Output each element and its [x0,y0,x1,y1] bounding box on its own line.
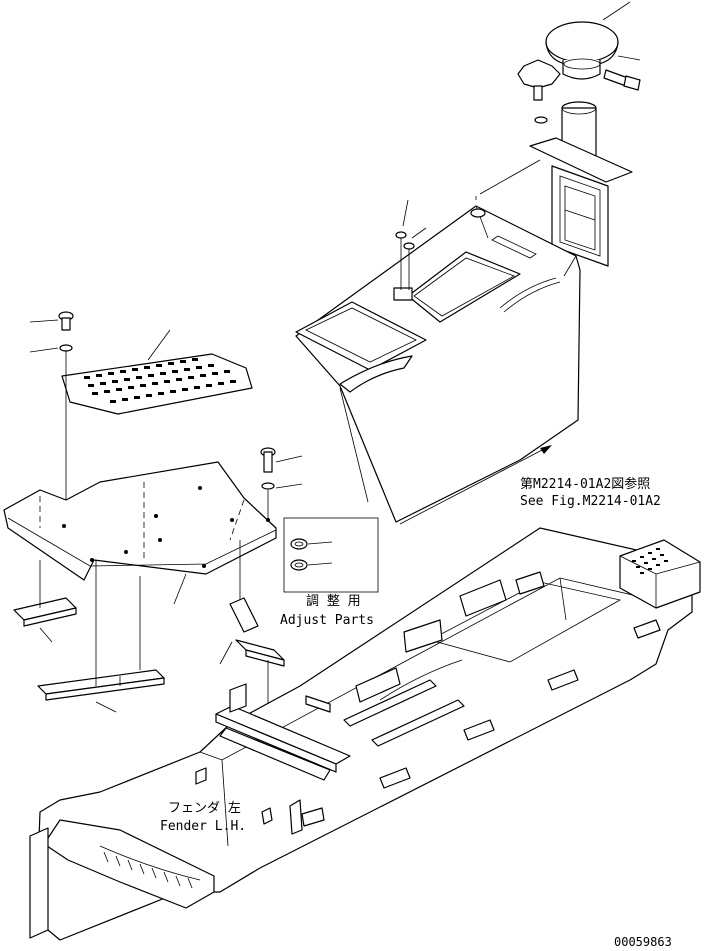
reference-label-jp: 第M2214-01A2図参照 [520,476,650,492]
fender-label-en: Fender L.H. [160,819,246,834]
reference-label-en: See Fig.M2214-01A2 [520,494,661,509]
cover-bolt [395,199,427,290]
perforated-step-plate [61,329,253,415]
star-knob [517,59,561,101]
floor-bolt [260,447,303,520]
support-bars [13,540,285,808]
fuel-cap-assembly [545,1,641,91]
adjust-parts-label-en: Adjust Parts [280,613,374,628]
plate-bolt [29,311,74,526]
filler-neck [529,101,633,267]
fender-label-jp: フェンダ 左 [168,801,241,816]
main-frame [29,527,701,941]
floor-plate [3,461,277,605]
adjust-parts-box [283,517,379,593]
adjust-parts-label-jp: 調 整 用 [306,594,361,609]
fender-cover-panel [295,205,581,523]
drawing-number: 00059863 [614,935,672,949]
